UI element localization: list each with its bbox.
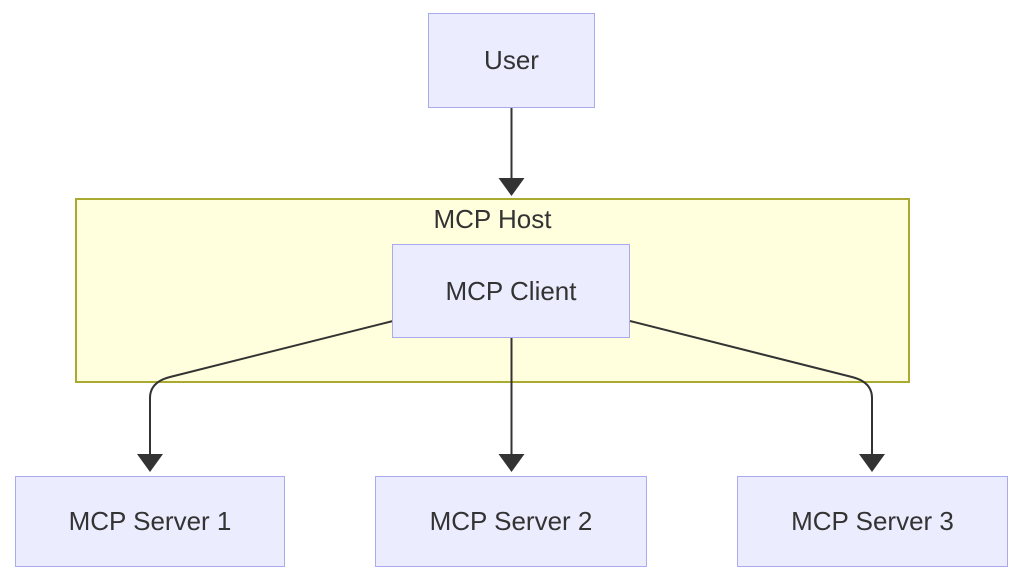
- node-user-label: User: [484, 45, 539, 75]
- node-mcp-client-label: MCP Client: [445, 275, 577, 306]
- subgraph-mcp-host-title: MCP Host: [433, 204, 552, 234]
- node-mcp-server-2-label: MCP Server 2: [429, 506, 593, 536]
- node-mcp-server-3-label: MCP Server 3: [791, 506, 954, 536]
- node-user: User: [428, 13, 595, 108]
- node-mcp-server-1: MCP Server 1: [15, 476, 285, 567]
- node-mcp-server-3: MCP Server 3: [737, 476, 1008, 567]
- node-mcp-server-2: MCP Server 2: [375, 476, 647, 567]
- node-mcp-client: MCP Client: [392, 244, 630, 338]
- node-mcp-server-1-label: MCP Server 1: [68, 506, 232, 536]
